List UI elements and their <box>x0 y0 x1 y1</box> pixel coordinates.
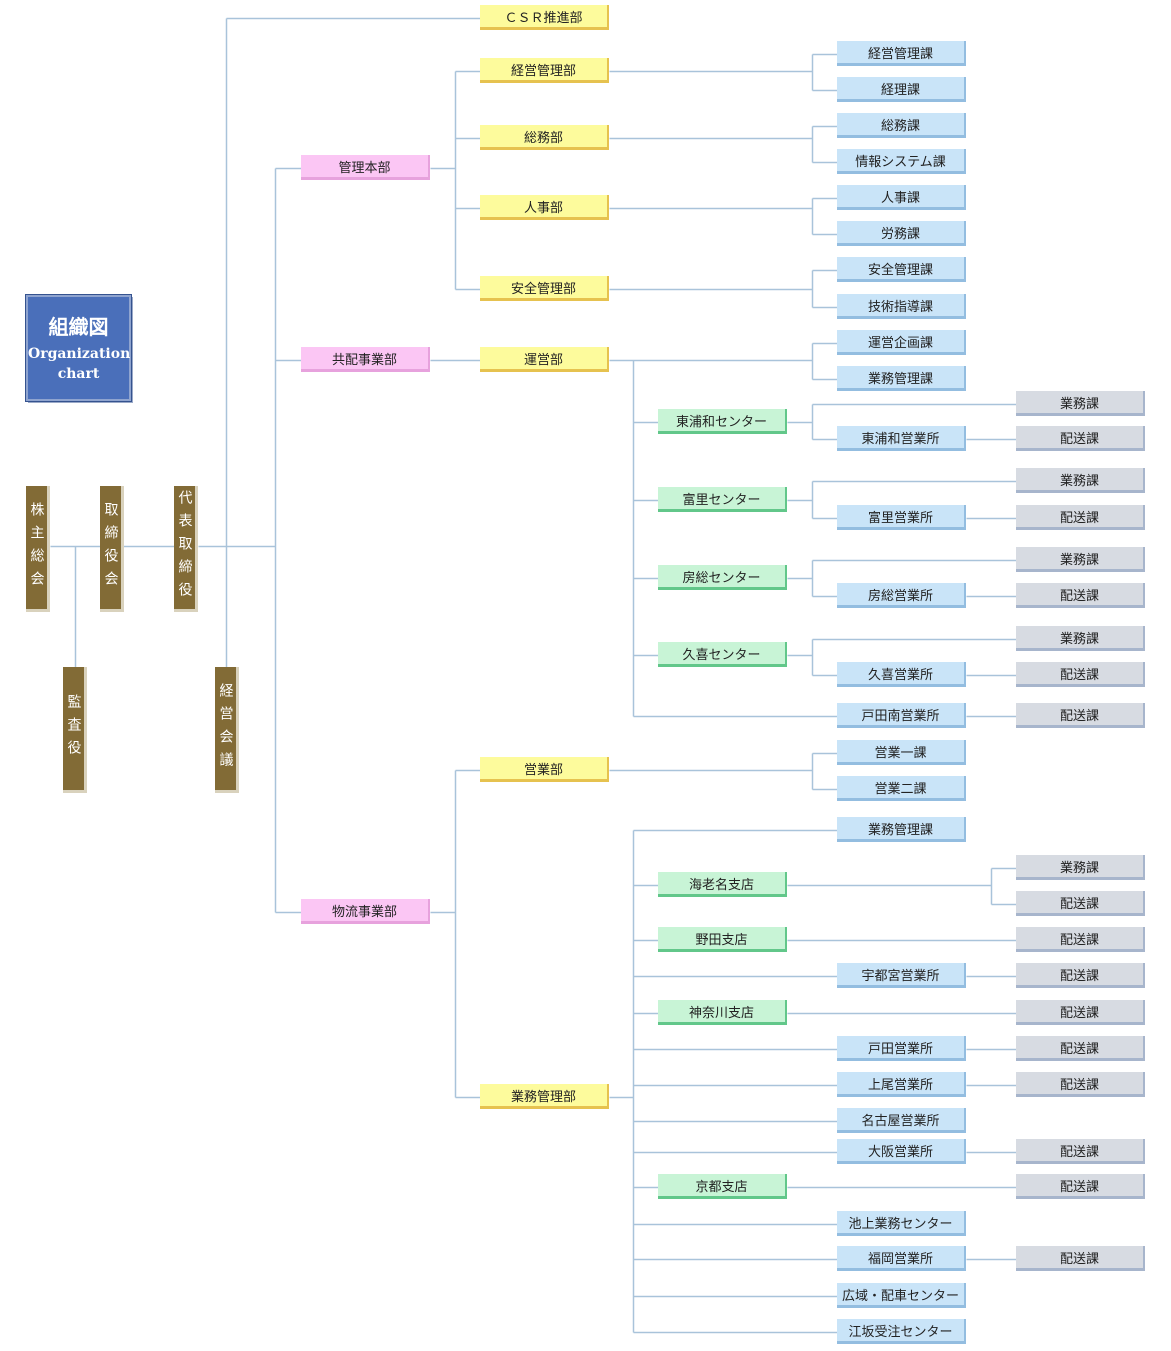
node-kyoto-s: 京都支店 <box>658 1174 787 1199</box>
node-fukuoka-e: 福岡営業所 <box>837 1246 966 1271</box>
node-torishimari: 取締役会 <box>100 486 124 612</box>
node-keiri-ka: 経理課 <box>837 77 966 102</box>
node-romu-ka: 労務課 <box>837 221 966 246</box>
node-utsunomiya-h: 配送課 <box>1016 963 1145 988</box>
node-daihyo: 代表取締役 <box>174 486 198 612</box>
node-ageo-e: 上尾営業所 <box>837 1072 966 1097</box>
node-noda-h: 配送課 <box>1016 927 1145 952</box>
node-gyomu-kanri-ka2: 業務管理課 <box>837 817 966 842</box>
node-kyohai: 共配事業部 <box>301 347 430 372</box>
node-todaminami-h: 配送課 <box>1016 703 1145 728</box>
node-gijutsu-ka: 技術指導課 <box>837 294 966 319</box>
node-anzen-bu: 安全管理部 <box>480 276 609 301</box>
node-csr: ＣＳＲ推進部 <box>480 5 609 30</box>
node-unei-kikaku-ka: 運営企画課 <box>837 330 966 355</box>
node-koiki-c: 広域・配車センター <box>837 1283 966 1308</box>
node-keiei-kanri-bu: 経営管理部 <box>480 58 609 83</box>
node-tomisato-h: 配送課 <box>1016 505 1145 530</box>
title-english: Organization chart <box>28 344 131 384</box>
node-kanagawa-h: 配送課 <box>1016 1000 1145 1025</box>
node-higashiurawa-g: 業務課 <box>1016 391 1145 416</box>
node-gyomu-kanri-bu: 業務管理部 <box>480 1084 609 1109</box>
node-tomisato-g: 業務課 <box>1016 468 1145 493</box>
node-ikegami-c: 池上業務センター <box>837 1211 966 1236</box>
node-boso-h: 配送課 <box>1016 583 1145 608</box>
node-ageo-h: 配送課 <box>1016 1072 1145 1097</box>
title-english-line1: Organization <box>28 346 131 362</box>
node-ebina-g: 業務課 <box>1016 855 1145 880</box>
chart-title-badge: 組織図 Organization chart <box>25 294 132 402</box>
node-eigyo2: 営業二課 <box>837 776 966 801</box>
node-butsuryu: 物流事業部 <box>301 899 430 924</box>
node-jinji-bu: 人事部 <box>480 195 609 220</box>
node-tomisato-e: 富里営業所 <box>837 505 966 530</box>
node-keiei-kanri-ka: 経営管理課 <box>837 41 966 66</box>
node-higashiurawa-e: 東浦和営業所 <box>837 426 966 451</box>
node-kabunushi: 株主総会 <box>26 486 50 612</box>
node-kuki-e: 久喜営業所 <box>837 662 966 687</box>
node-higashiurawa-c: 東浦和センター <box>658 409 787 434</box>
node-somu-ka: 総務課 <box>837 113 966 138</box>
node-osaka-h: 配送課 <box>1016 1139 1145 1164</box>
node-kuki-g: 業務課 <box>1016 626 1145 651</box>
title-english-line2: chart <box>57 366 100 382</box>
node-kansa: 監査役 <box>63 667 87 793</box>
node-osaka-e: 大阪営業所 <box>837 1139 966 1164</box>
node-nagoya-e: 名古屋営業所 <box>837 1108 966 1133</box>
node-keiei-kaigi: 経営会議 <box>215 667 239 793</box>
node-eigyo-bu: 営業部 <box>480 757 609 782</box>
node-boso-e: 房総営業所 <box>837 583 966 608</box>
node-toda-e: 戸田営業所 <box>837 1036 966 1061</box>
node-boso-g: 業務課 <box>1016 547 1145 572</box>
node-noda-s: 野田支店 <box>658 927 787 952</box>
node-esaka-c: 江坂受注センター <box>837 1319 966 1344</box>
node-kanagawa-s: 神奈川支店 <box>658 1000 787 1025</box>
node-higashiurawa-h: 配送課 <box>1016 426 1145 451</box>
node-kyoto-h: 配送課 <box>1016 1174 1145 1199</box>
node-kuki-h: 配送課 <box>1016 662 1145 687</box>
node-toda-h: 配送課 <box>1016 1036 1145 1061</box>
node-boso-c: 房総センター <box>658 565 787 590</box>
node-jinji-ka: 人事課 <box>837 185 966 210</box>
node-tomisato-c: 富里センター <box>658 487 787 512</box>
node-joho-ka: 情報システム課 <box>837 149 966 174</box>
node-fukuoka-h: 配送課 <box>1016 1246 1145 1271</box>
node-ebina-h: 配送課 <box>1016 891 1145 916</box>
node-ebina-s: 海老名支店 <box>658 872 787 897</box>
node-gyomu-kanri-ka1: 業務管理課 <box>837 366 966 391</box>
node-unei-bu: 運営部 <box>480 347 609 372</box>
node-utsunomiya-e: 宇都宮営業所 <box>837 963 966 988</box>
node-kuki-c: 久喜センター <box>658 642 787 667</box>
node-kanri-honbu: 管理本部 <box>301 155 430 180</box>
node-eigyo1: 営業一課 <box>837 740 966 765</box>
node-todaminami-e: 戸田南営業所 <box>837 703 966 728</box>
node-anzen-ka: 安全管理課 <box>837 257 966 282</box>
node-somu-bu: 総務部 <box>480 125 609 150</box>
title-japanese: 組織図 <box>48 315 109 339</box>
